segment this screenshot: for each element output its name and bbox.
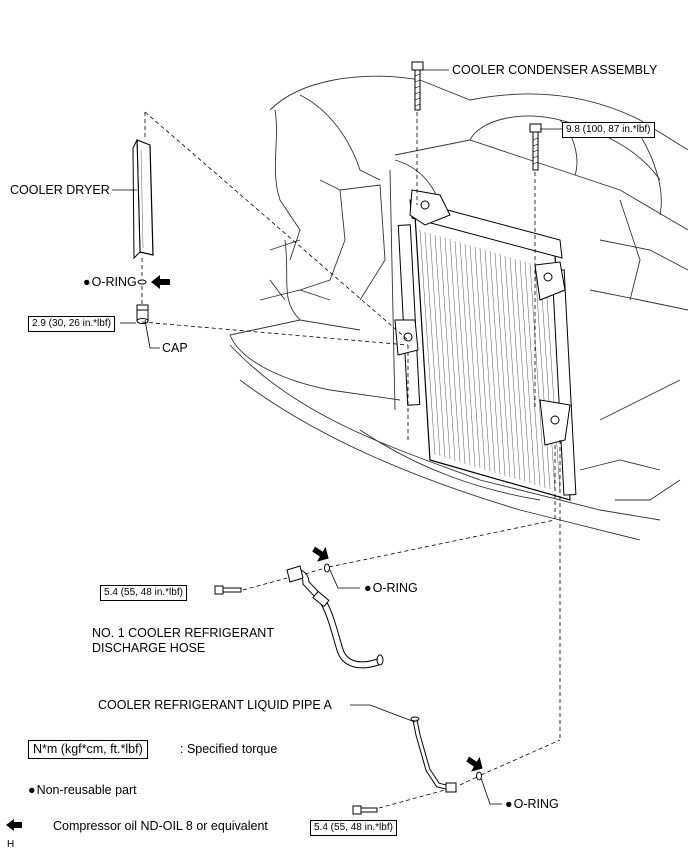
filled-dot-icon: [364, 581, 373, 595]
legend-nonreusable: Non-reusable part: [28, 783, 137, 797]
oil-arrow-icon: [6, 275, 483, 831]
pipe-oring-text: O-RING: [513, 797, 559, 811]
hose-oring-text: O-RING: [372, 581, 418, 595]
condenser-label: COOLER CONDENSER ASSEMBLY: [452, 63, 658, 77]
hose-label-line1: NO. 1 COOLER REFRIGERANT: [92, 626, 274, 640]
condenser-core: [394, 189, 577, 501]
condenser-top-bolt: [411, 61, 424, 111]
pipe-oring: [476, 771, 482, 781]
dryer-oring-label: O-RING: [83, 275, 137, 289]
pipe-bolt-torque: 5.4 (55, 48 in.*lbf): [310, 820, 397, 836]
cap-torque: 2.9 (30, 26 in.*lbf): [28, 316, 115, 332]
legend-oil: Compressor oil ND-OIL 8 or equivalent: [53, 819, 268, 833]
pipe-oring-label: O-RING: [505, 797, 559, 811]
hose-bolt: [214, 585, 242, 595]
legend-torque-desc: : Specified torque: [180, 742, 278, 756]
dryer-oring-text: O-RING: [91, 275, 137, 289]
legend-nonreusable-text: Non-reusable part: [36, 783, 137, 797]
liquid-pipe-label: COOLER REFRIGERANT LIQUID PIPE A: [98, 698, 332, 712]
hose-oring-label: O-RING: [364, 581, 418, 595]
condenser-side-bolt: [529, 123, 542, 171]
cap-part: [136, 304, 149, 324]
filled-dot-icon: [83, 275, 92, 289]
assembly-dashed-lines: [141, 111, 561, 809]
discharge-hose: [286, 565, 384, 669]
hose-oring: [324, 563, 330, 573]
hose-label-line2: DISCHARGE HOSE: [92, 641, 206, 655]
cap-label: CAP: [162, 341, 188, 355]
corner-mark: H: [7, 839, 15, 850]
condenser-bolt-torque: 9.8 (100, 87 in.*lbf): [562, 122, 655, 138]
hose-bolt-torque: 5.4 (55, 48 in.*lbf): [100, 585, 187, 601]
filled-dot-icon: [505, 797, 514, 811]
dryer-oring: [137, 279, 147, 285]
liquid-pipe: [410, 716, 457, 793]
legend-torque-box: N*m (kgf*cm, ft.*lbf): [28, 740, 148, 759]
pipe-bolt: [352, 805, 378, 815]
dryer-label: COOLER DRYER: [10, 183, 110, 197]
cooler-dryer: [132, 139, 154, 260]
leader-lines: [112, 69, 562, 805]
filled-dot-icon: [28, 783, 37, 797]
